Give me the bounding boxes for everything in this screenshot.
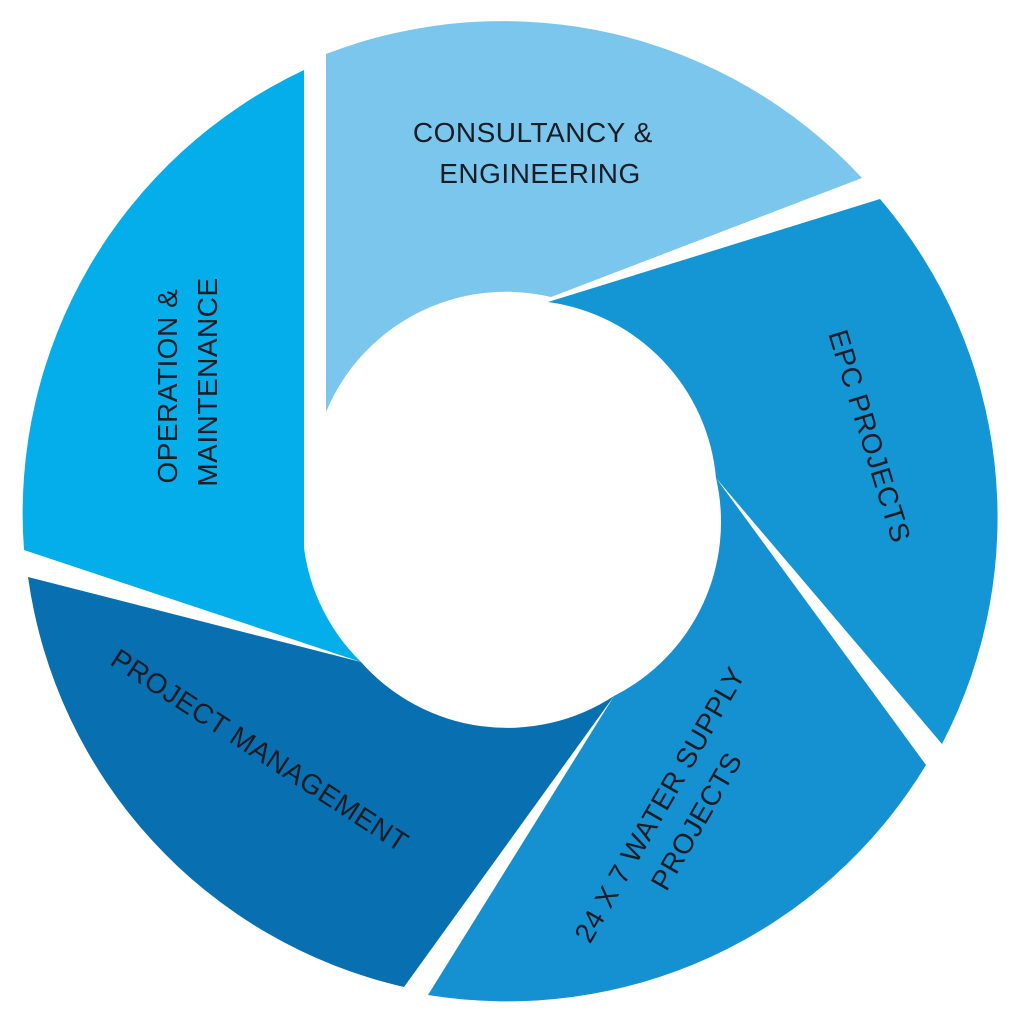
label-om-line-1: OPERATION & [152, 289, 183, 484]
label-om-line-2: MAINTENANCE [192, 277, 223, 486]
segment-project-management [28, 577, 614, 987]
label-consultancy-engineering: CONSULTANCY & ENGINEERING [413, 117, 661, 189]
label-consultancy-line-2: ENGINEERING [439, 158, 641, 189]
segment-consultancy-engineering [326, 21, 862, 413]
segment-epc-projects [548, 199, 998, 744]
label-operation-maintenance: OPERATION & MAINTENANCE [152, 277, 223, 486]
segment-operation-maintenance [22, 70, 361, 662]
label-consultancy-line-1: CONSULTANCY & [413, 117, 653, 148]
segment-water-supply-projects [428, 478, 926, 1002]
